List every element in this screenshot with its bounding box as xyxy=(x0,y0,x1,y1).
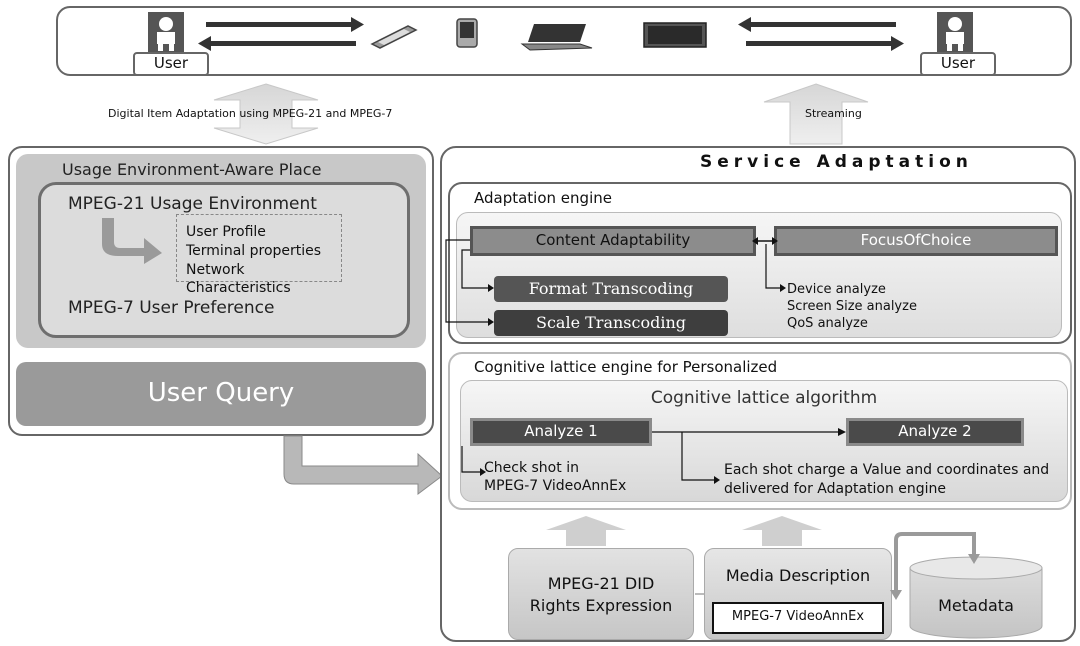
user-query-box xyxy=(16,362,426,426)
usage-item-characteristics: Characteristics xyxy=(186,280,291,296)
user-label-left: User xyxy=(133,52,209,76)
left-exchange-arrows xyxy=(198,17,364,51)
adaptation-double-arrow xyxy=(213,83,319,145)
usage-item-terminal-properties: Terminal properties xyxy=(186,243,322,259)
check-shot-line2: MPEG-7 VideoAnnEx xyxy=(484,478,627,494)
up-arrow-media xyxy=(742,516,822,546)
screen-size-analyze: Screen Size analyze xyxy=(787,299,917,314)
qos-analyze: QoS analyze xyxy=(787,316,868,331)
cognitive-engine-title: Cognitive lattice engine for Personalize… xyxy=(474,358,778,376)
query-to-engine-arrow xyxy=(283,435,443,495)
laptop-icon xyxy=(520,24,593,51)
mpeg7-user-preference: MPEG-7 User Preference xyxy=(68,298,275,318)
videoannex-label: MPEG-7 VideoAnnEx xyxy=(731,609,865,624)
user-query-label: User Query xyxy=(147,378,295,408)
focus-of-choice-label: FocusOfChoice xyxy=(860,231,972,249)
videoannex-box xyxy=(712,602,884,634)
analyze1-box xyxy=(470,418,652,446)
did-box xyxy=(508,548,694,640)
adaptation-connectors xyxy=(445,237,786,326)
adaptation-engine-title: Adaptation engine xyxy=(474,189,612,207)
each-shot-line1: Each shot charge a Value and coordinates… xyxy=(724,462,1050,478)
metadata-cylinder xyxy=(909,556,1043,639)
adaptation-caption: Digital Item Adaptation using MPEG-21 an… xyxy=(108,107,393,120)
pda-icon xyxy=(456,18,478,48)
usage-env-title: Usage Environment-Aware Place xyxy=(62,160,322,179)
usage-items-box xyxy=(176,214,342,282)
cognitive-connectors xyxy=(461,428,846,484)
device-analyze: Device analyze xyxy=(787,282,886,297)
streaming-caption: Streaming xyxy=(805,107,862,120)
bent-arrow-icon xyxy=(102,218,162,264)
metadata-loop-arrow xyxy=(890,532,980,600)
usage-item-network: Network xyxy=(186,262,245,278)
usage-env-inner-title: MPEG-21 Usage Environment xyxy=(68,194,317,214)
tv-icon xyxy=(643,22,707,48)
format-transcoding-label: Format Transcoding xyxy=(528,279,694,298)
did-line2: Rights Expression xyxy=(529,596,673,615)
metadata-label: Metadata xyxy=(938,596,1014,615)
media-description-label: Media Description xyxy=(725,566,871,585)
cognitive-algorithm-title: Cognitive lattice algorithm xyxy=(650,388,878,408)
check-shot-line1: Check shot in xyxy=(484,460,579,476)
right-exchange-arrows xyxy=(738,17,904,51)
service-adaptation-title: Service Adaptation xyxy=(700,152,973,172)
user-label-right: User xyxy=(920,52,996,76)
analyze1-label: Analyze 1 xyxy=(524,422,598,440)
did-media-link xyxy=(695,593,705,595)
each-shot-line2: delivered for Adaptation engine xyxy=(724,481,947,497)
analyze2-box xyxy=(846,418,1024,446)
scale-transcoding-box xyxy=(494,310,728,336)
up-arrow-did xyxy=(546,516,626,546)
user-icon-left xyxy=(148,12,184,52)
content-adaptability-box xyxy=(470,226,756,256)
analyze2-label: Analyze 2 xyxy=(898,422,972,440)
content-adaptability-label: Content Adaptability xyxy=(535,231,691,249)
scale-transcoding-label: Scale Transcoding xyxy=(535,313,686,332)
phone-icon xyxy=(370,25,418,49)
user-icon-right xyxy=(937,12,973,52)
did-line1: MPEG-21 DID xyxy=(547,574,655,593)
usage-env-inner xyxy=(38,182,410,338)
format-transcoding-box xyxy=(494,276,728,302)
streaming-arrow xyxy=(763,83,869,145)
usage-item-user-profile: User Profile xyxy=(186,224,266,240)
